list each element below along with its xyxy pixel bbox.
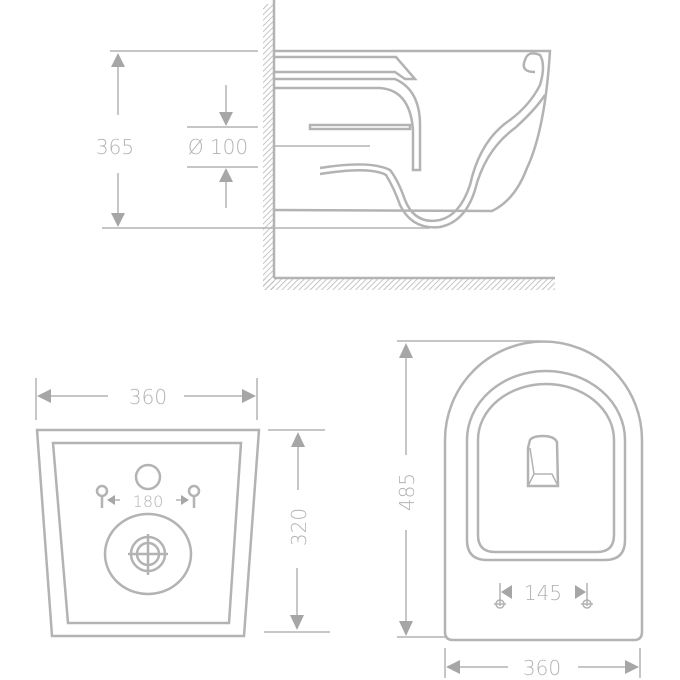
bolt-left-icon — [494, 599, 506, 609]
top-width-label: 360 — [523, 656, 561, 680]
height-dimension-320: 320 — [264, 429, 330, 633]
seat-outer — [465, 369, 627, 562]
wall-hatch — [263, 4, 274, 290]
bolt-left — [95, 484, 109, 508]
outlet-ellipse — [103, 512, 193, 596]
bowl-profile — [273, 49, 552, 229]
width-dimension-360-top: 360 — [444, 648, 641, 680]
inlet-hole — [134, 463, 162, 491]
height-label: 365 — [96, 135, 134, 159]
inner-outline — [51, 441, 243, 625]
front-view: 360 180 320 — [35, 378, 330, 638]
bowl-outline — [443, 340, 644, 642]
front-bolt-label: 180 — [133, 492, 164, 511]
bolt-dimension-145: 145 — [494, 581, 593, 609]
side-view: 365 Ø 100 — [96, 0, 555, 290]
outer-outline — [35, 428, 261, 638]
length-dimension-485: 485 — [395, 340, 540, 638]
seat-inner — [476, 382, 616, 554]
floor-hatch — [263, 279, 555, 290]
width-dimension-360: 360 — [37, 385, 256, 409]
pipe-dimension-100: Ø 100 — [187, 85, 258, 208]
bolt-right-icon — [581, 599, 593, 609]
front-width-label: 360 — [129, 385, 167, 409]
top-bolt-label: 145 — [524, 581, 562, 605]
front-height-label: 320 — [287, 508, 311, 546]
bolt-right — [187, 484, 201, 508]
top-view: 485 145 360 — [395, 340, 644, 680]
flush-outlet-icon — [526, 434, 560, 488]
pipe-label: Ø 100 — [188, 135, 248, 159]
height-dimension-365: 365 — [96, 53, 134, 227]
outlet-target-icon — [128, 534, 168, 575]
top-length-label: 485 — [395, 473, 419, 511]
